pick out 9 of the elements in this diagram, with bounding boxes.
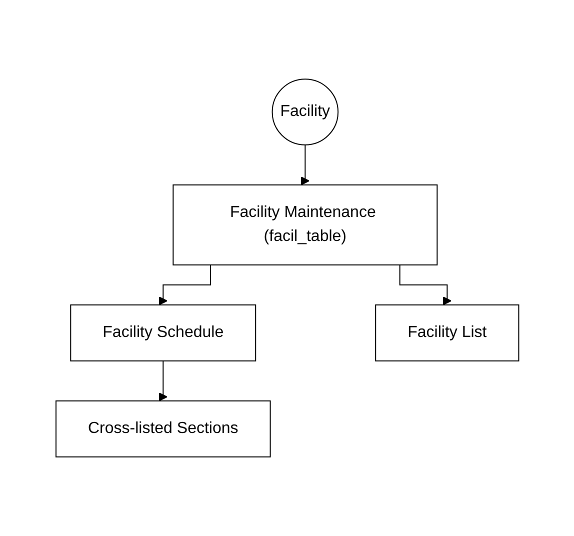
node-box: Cross-listed Sections bbox=[55, 400, 270, 458]
node-circle: Facility bbox=[271, 78, 338, 146]
node-box: Facility Schedule bbox=[70, 304, 256, 362]
node-box: Facility List bbox=[374, 304, 519, 362]
arrow bbox=[158, 264, 211, 306]
arrow bbox=[398, 264, 452, 306]
arrow bbox=[158, 360, 168, 402]
node-box: Facility Maintenance (facil_table) bbox=[172, 184, 438, 266]
arrow bbox=[300, 144, 310, 186]
